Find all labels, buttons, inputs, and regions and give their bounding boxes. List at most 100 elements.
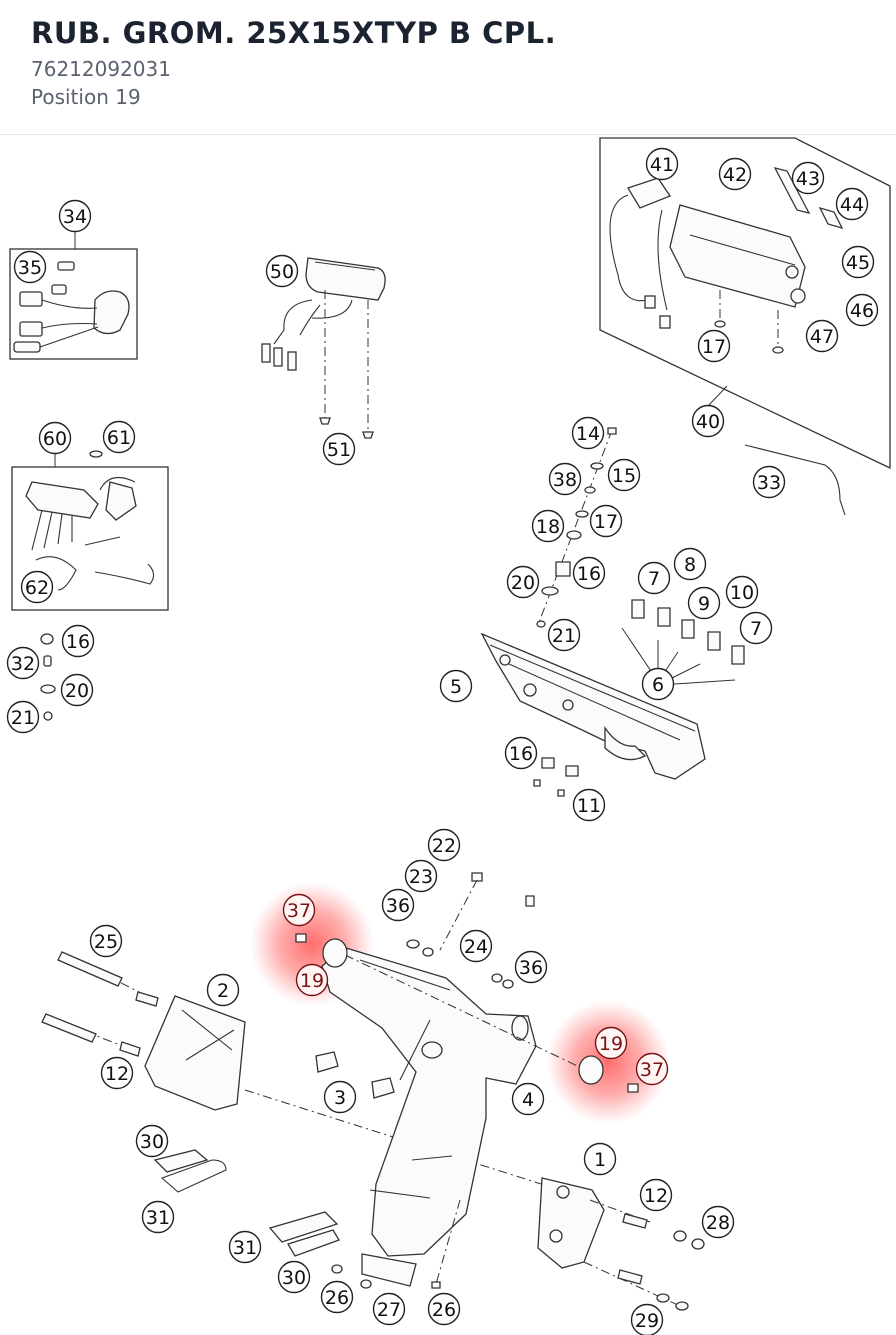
- callout-19[interactable]: 19: [295, 963, 329, 997]
- callout-41[interactable]: 41: [645, 147, 679, 181]
- callout-number: 18: [536, 516, 560, 538]
- callout-12[interactable]: 12: [639, 1178, 673, 1212]
- callout-number: 33: [757, 472, 781, 494]
- callout-12[interactable]: 12: [100, 1056, 134, 1090]
- callout-1[interactable]: 1: [583, 1142, 617, 1176]
- callout-16[interactable]: 16: [504, 736, 538, 770]
- callout-5[interactable]: 5: [439, 669, 473, 703]
- callout-ring: [845, 293, 879, 327]
- callout-22[interactable]: 22: [427, 828, 461, 862]
- callout-number: 7: [648, 568, 660, 590]
- callout-47[interactable]: 47: [805, 319, 839, 353]
- callout-11[interactable]: 11: [572, 788, 606, 822]
- position-value: 19: [115, 85, 141, 109]
- callout-number: 37: [287, 900, 311, 922]
- callout-61[interactable]: 61: [102, 420, 136, 454]
- callout-number: 43: [796, 168, 820, 190]
- callout-24[interactable]: 24: [459, 929, 493, 963]
- callout-3[interactable]: 3: [323, 1080, 357, 1114]
- callout-ring: [607, 458, 641, 492]
- callout-number: 12: [105, 1063, 129, 1085]
- callout-ring: [6, 646, 40, 680]
- callout-17[interactable]: 17: [697, 329, 731, 363]
- callout-ring: [206, 973, 240, 1007]
- callout-33[interactable]: 33: [752, 465, 786, 499]
- callout-36[interactable]: 36: [514, 950, 548, 984]
- callout-36[interactable]: 36: [381, 888, 415, 922]
- callout-number: 17: [702, 336, 726, 358]
- callout-ring: [320, 1280, 354, 1314]
- callout-ring: [531, 509, 565, 543]
- callout-ring: [372, 1292, 406, 1326]
- callout-number: 2: [217, 980, 229, 1002]
- callout-46[interactable]: 46: [845, 293, 879, 327]
- callout-number: 60: [43, 428, 67, 450]
- callout-37[interactable]: 37: [282, 893, 316, 927]
- callout-ring: [439, 669, 473, 703]
- callout-30[interactable]: 30: [135, 1124, 169, 1158]
- callout-42[interactable]: 42: [718, 157, 752, 191]
- callout-32[interactable]: 32: [6, 646, 40, 680]
- callout-34[interactable]: 34: [58, 199, 92, 233]
- callout-25[interactable]: 25: [89, 924, 123, 958]
- callout-9[interactable]: 9: [687, 586, 721, 620]
- callout-6[interactable]: 6: [641, 667, 675, 701]
- callout-2[interactable]: 2: [206, 973, 240, 1007]
- loose-parts-left: [40, 633, 56, 721]
- callout-15[interactable]: 15: [607, 458, 641, 492]
- callout-number: 38: [553, 469, 577, 491]
- callout-number: 4: [522, 1089, 534, 1111]
- callout-ring: [100, 1056, 134, 1090]
- callout-number: 26: [325, 1287, 349, 1309]
- callout-30[interactable]: 30: [277, 1260, 311, 1294]
- callout-28[interactable]: 28: [701, 1205, 735, 1239]
- callout-number: 23: [409, 866, 433, 888]
- callout-62[interactable]: 62: [20, 570, 54, 604]
- callout-26[interactable]: 26: [320, 1280, 354, 1314]
- callout-45[interactable]: 45: [841, 245, 875, 279]
- callout-51[interactable]: 51: [322, 432, 356, 466]
- callout-60[interactable]: 60: [38, 421, 72, 455]
- callout-ring: [13, 250, 47, 284]
- callout-7[interactable]: 7: [637, 561, 671, 595]
- callout-7[interactable]: 7: [739, 611, 773, 645]
- callout-17[interactable]: 17: [589, 504, 623, 538]
- callout-ring: [635, 1052, 669, 1086]
- callout-35[interactable]: 35: [13, 250, 47, 284]
- callout-20[interactable]: 20: [506, 565, 540, 599]
- callout-29[interactable]: 29: [630, 1303, 664, 1335]
- callout-50[interactable]: 50: [265, 254, 299, 288]
- callout-23[interactable]: 23: [404, 859, 438, 893]
- callout-21[interactable]: 21: [547, 618, 581, 652]
- callout-27[interactable]: 27: [372, 1292, 406, 1326]
- callout-number: 62: [25, 577, 49, 599]
- callout-number: 25: [94, 931, 118, 953]
- callout-19[interactable]: 19: [594, 1026, 628, 1060]
- callout-ring: [725, 575, 759, 609]
- callout-ring: [835, 187, 869, 221]
- callout-31[interactable]: 31: [141, 1200, 175, 1234]
- callout-31[interactable]: 31: [228, 1230, 262, 1264]
- callout-number: 19: [599, 1033, 623, 1055]
- callout-18[interactable]: 18: [531, 509, 565, 543]
- callout-21[interactable]: 21: [6, 700, 40, 734]
- callout-ring: [504, 736, 538, 770]
- callout-44[interactable]: 44: [835, 187, 869, 221]
- callout-20[interactable]: 20: [60, 673, 94, 707]
- callout-number: 22: [432, 835, 456, 857]
- callout-43[interactable]: 43: [791, 161, 825, 195]
- callout-ring: [791, 161, 825, 195]
- callout-40[interactable]: 40: [691, 404, 725, 438]
- callout-16[interactable]: 16: [572, 556, 606, 590]
- callout-10[interactable]: 10: [725, 575, 759, 609]
- callout-26[interactable]: 26: [427, 1292, 461, 1326]
- callout-8[interactable]: 8: [673, 547, 707, 581]
- callout-4[interactable]: 4: [511, 1082, 545, 1116]
- callout-38[interactable]: 38: [548, 462, 582, 496]
- callout-number: 41: [650, 154, 674, 176]
- callout-37[interactable]: 37: [635, 1052, 669, 1086]
- callout-16[interactable]: 16: [61, 624, 95, 658]
- callout-number: 30: [140, 1131, 164, 1153]
- callout-number: 26: [432, 1299, 456, 1321]
- callout-14[interactable]: 14: [571, 416, 605, 450]
